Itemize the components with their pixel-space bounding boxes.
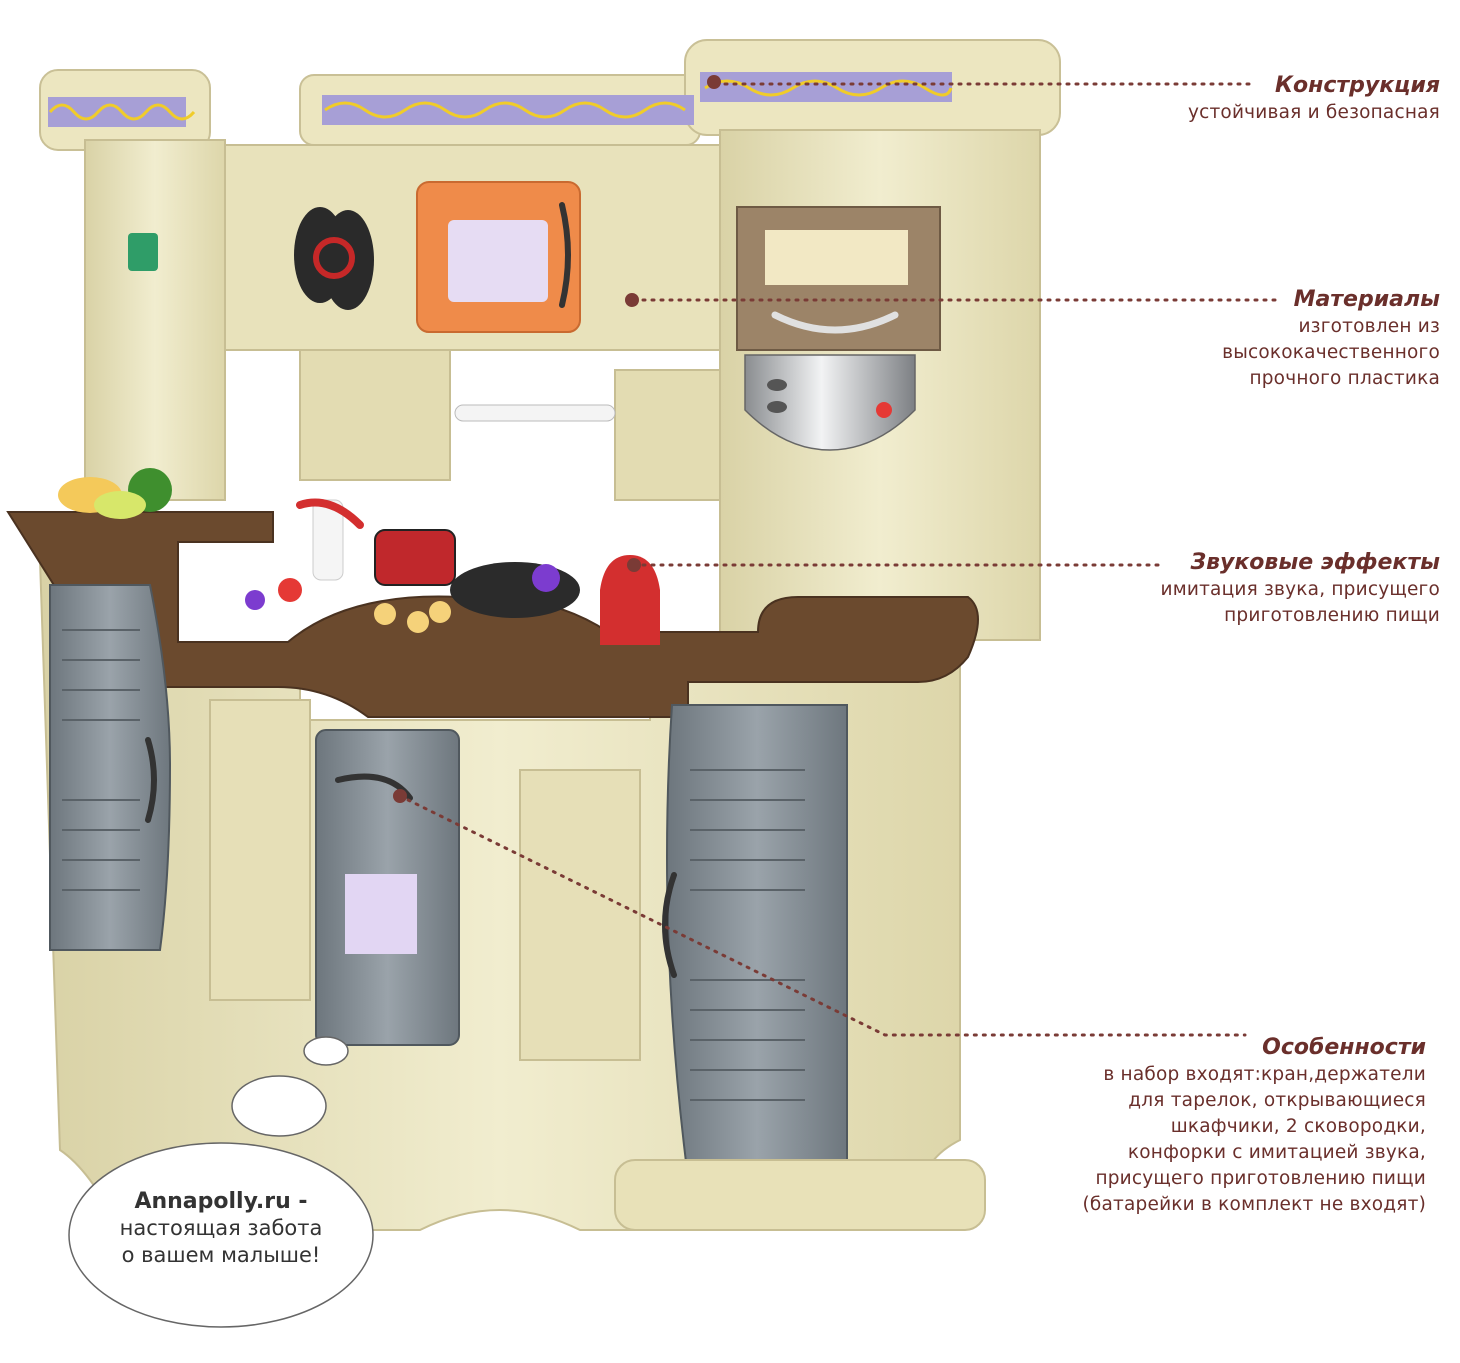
left-cabinet-door (49, 584, 172, 951)
callout-materials: Материалы изготовлен из высококачественн… (1222, 286, 1440, 392)
thought-bubble-text: Annapolly.ru - настоящая забота о вашем … (70, 1145, 372, 1325)
callout-title: Звуковые эффекты (1190, 550, 1440, 575)
callout-description: изготовлен из высококачественного прочно… (1222, 316, 1440, 389)
callout-description: в набор входят:кран,держатели для тарело… (1082, 1064, 1426, 1215)
brand-name: Annapolly.ru - (134, 1189, 308, 1214)
range-hood (744, 354, 916, 451)
callout-anchor-dots (393, 75, 721, 803)
callout-title: Особенности (1262, 1035, 1426, 1060)
callout-title: Конструкция (1275, 73, 1440, 98)
callout-construction: Конструкция устойчивая и безопасная (1188, 72, 1440, 126)
oven-door (315, 729, 460, 1046)
stove-top (374, 529, 660, 645)
brand-slogan: настоящая забота о вашем малыше! (119, 1216, 323, 1267)
callout-title: Материалы (1293, 287, 1440, 312)
plate-rack (294, 207, 374, 310)
faucet-toy (296, 498, 364, 581)
towel-bar (454, 404, 616, 422)
callout-description: имитация звука, присущего приготовлению … (1160, 579, 1440, 626)
sound-button (128, 233, 158, 271)
microwave-toy (416, 181, 581, 333)
decorative-band (48, 72, 953, 127)
callout-features: Особенности в набор входят:кран,держател… (1082, 1034, 1426, 1218)
thought-bubble (68, 1036, 374, 1328)
cabinet-base (614, 1159, 986, 1231)
callout-sound-effects: Звуковые эффекты имитация звука, присуще… (1160, 549, 1440, 629)
callout-leaders (398, 82, 1280, 1037)
right-cabinet-door (662, 704, 848, 1171)
callout-description: устойчивая и безопасная (1187, 102, 1440, 123)
toy-food (58, 468, 302, 610)
oven-toy (736, 206, 941, 351)
